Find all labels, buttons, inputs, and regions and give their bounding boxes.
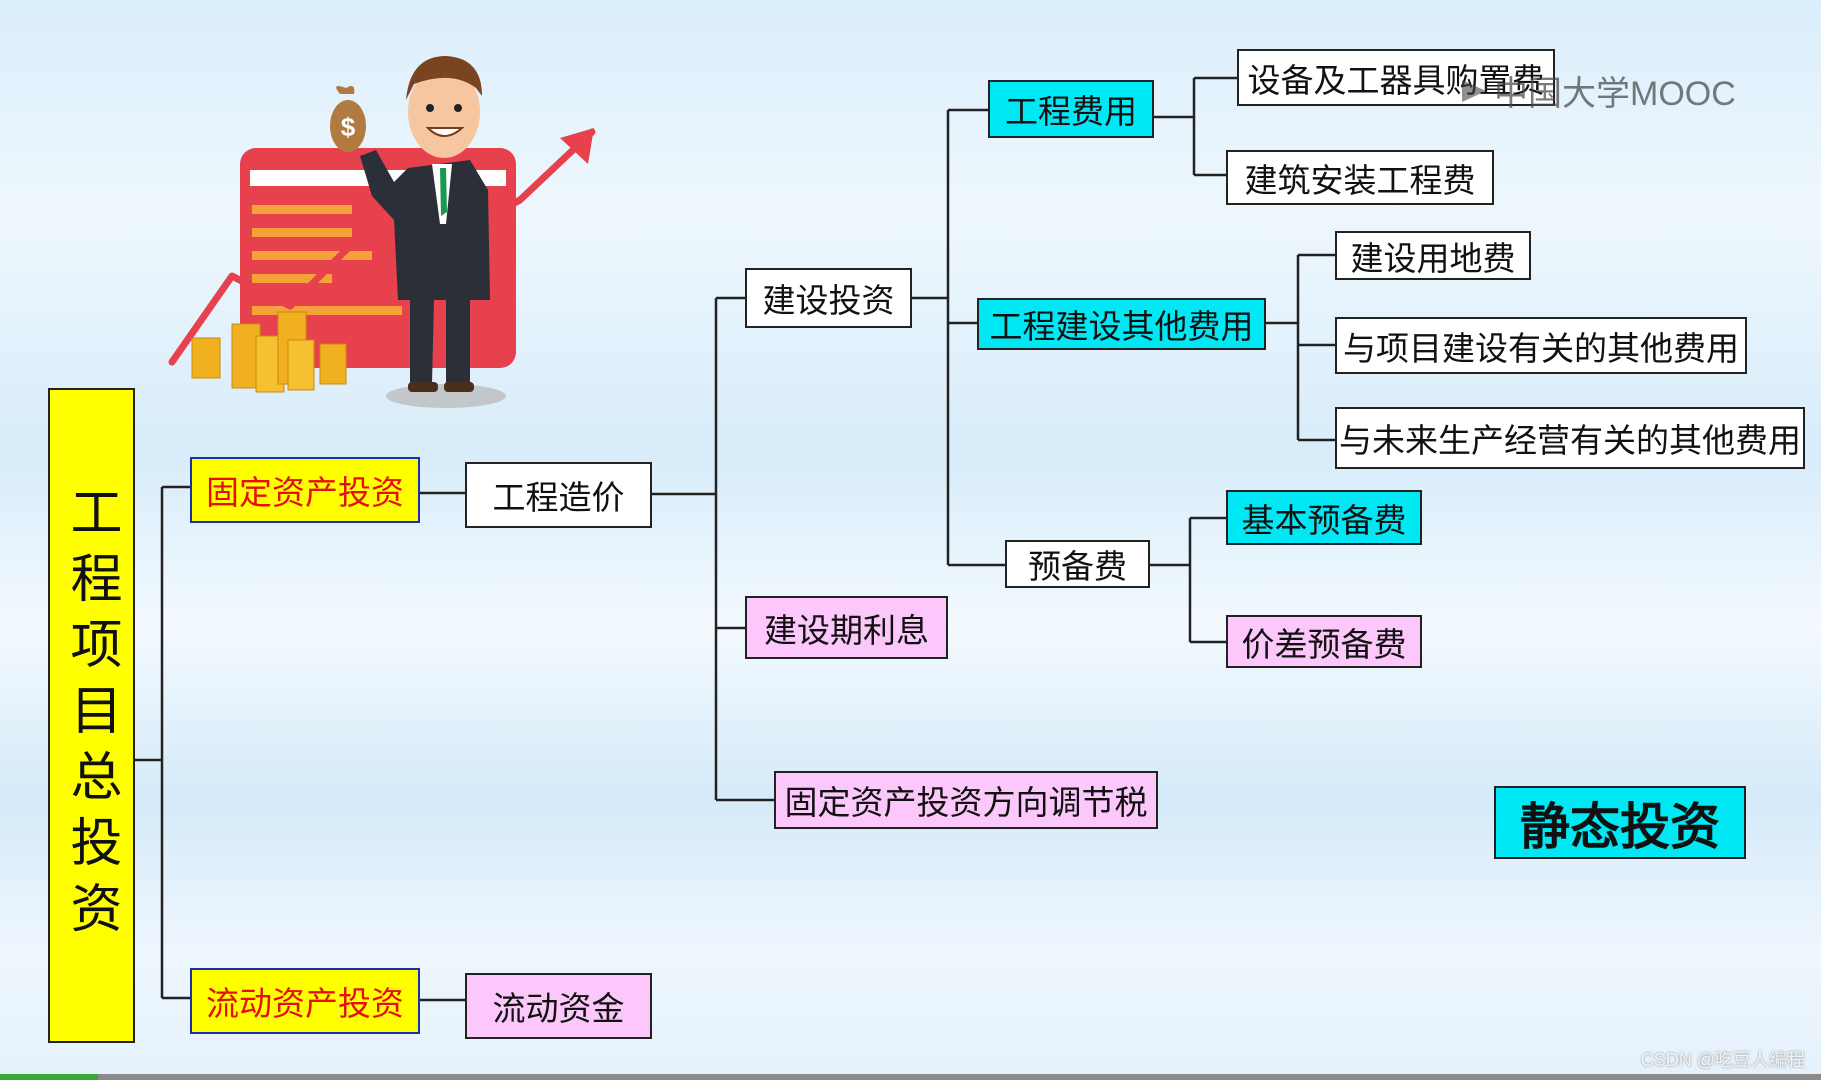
dollar-sign-icon: $	[341, 112, 356, 142]
future-production-other-node: 与未来生产经营有关的其他费用	[1335, 407, 1805, 469]
basic-reserve-node: 基本预备费	[1226, 490, 1422, 545]
video-progress-fill	[0, 1074, 98, 1080]
other-construction-expense-node: 工程建设其他费用	[977, 298, 1266, 350]
investment-direction-tax-node: 固定资产投资方向调节税	[774, 771, 1158, 829]
building-installation-node: 建筑安装工程费	[1226, 150, 1494, 205]
reserve-fund-node: 预备费	[1005, 540, 1150, 588]
equipment-purchase-node: 设备及工器具购置费	[1237, 49, 1555, 106]
growth-arrow-icon	[168, 128, 596, 366]
mooc-watermark: 中国大学MOOC	[1458, 66, 1736, 115]
coin-stack-icon	[191, 311, 347, 393]
total-investment-node: 工程项目总投资	[48, 388, 135, 1043]
working-fund-node: 流动资金	[465, 973, 652, 1039]
businessman-figure	[360, 56, 490, 392]
engineering-expense-node: 工程费用	[988, 80, 1154, 138]
land-use-node: 建设用地费	[1335, 231, 1531, 280]
csdn-credit: CSDN @吃豆人编程	[1640, 1050, 1805, 1070]
construction-interest-node: 建设期利息	[745, 596, 948, 659]
working-capital-investment-node: 流动资产投资	[190, 968, 420, 1034]
project-related-other-node: 与项目建设有关的其他费用	[1335, 317, 1747, 374]
price-difference-reserve-node: 价差预备费	[1226, 615, 1422, 668]
money-bag-icon: $	[330, 86, 366, 152]
video-progress-track[interactable]	[0, 1074, 1821, 1080]
play-logo-icon	[1462, 79, 1486, 102]
watermark-text: 中国大学MOOC	[1494, 75, 1736, 113]
engineering-cost-node: 工程造价	[465, 462, 652, 528]
fixed-asset-investment-node: 固定资产投资	[190, 457, 420, 523]
static-investment-legend: 静态投资	[1494, 786, 1746, 859]
construction-investment-node: 建设投资	[745, 268, 912, 328]
